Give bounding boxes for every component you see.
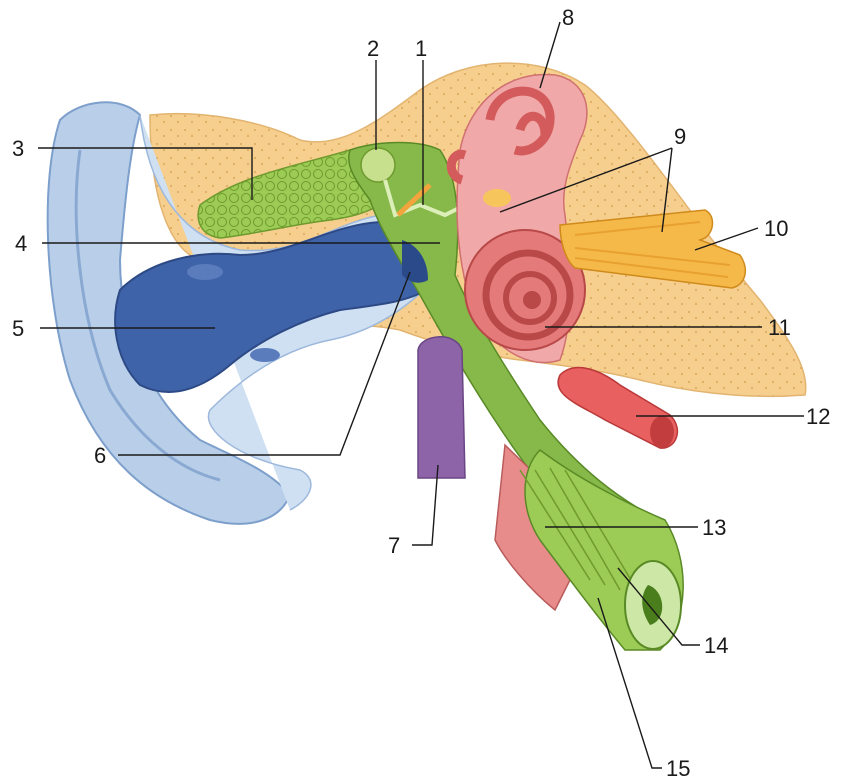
label-5: 5 <box>12 316 24 341</box>
label-14: 14 <box>704 633 728 658</box>
label-11: 11 <box>768 315 791 340</box>
cochlea-center <box>523 291 541 309</box>
oval-window <box>483 189 511 207</box>
canal-highlight <box>187 264 223 280</box>
label-10: 10 <box>764 216 788 241</box>
label-15: 15 <box>666 756 690 781</box>
label-8: 8 <box>562 5 574 30</box>
label-7: 7 <box>388 533 400 558</box>
label-4: 4 <box>15 231 27 256</box>
label-9: 9 <box>674 124 686 149</box>
carotid-lumen <box>650 416 674 448</box>
malleus-head <box>361 148 395 182</box>
label-1: 1 <box>415 36 427 61</box>
label-2: 2 <box>367 36 379 61</box>
styloid-process <box>418 337 465 478</box>
canal-highlight <box>250 348 280 362</box>
label-13: 13 <box>702 515 726 540</box>
label-3: 3 <box>12 136 24 161</box>
label-6: 6 <box>94 443 106 468</box>
label-12: 12 <box>806 404 830 429</box>
